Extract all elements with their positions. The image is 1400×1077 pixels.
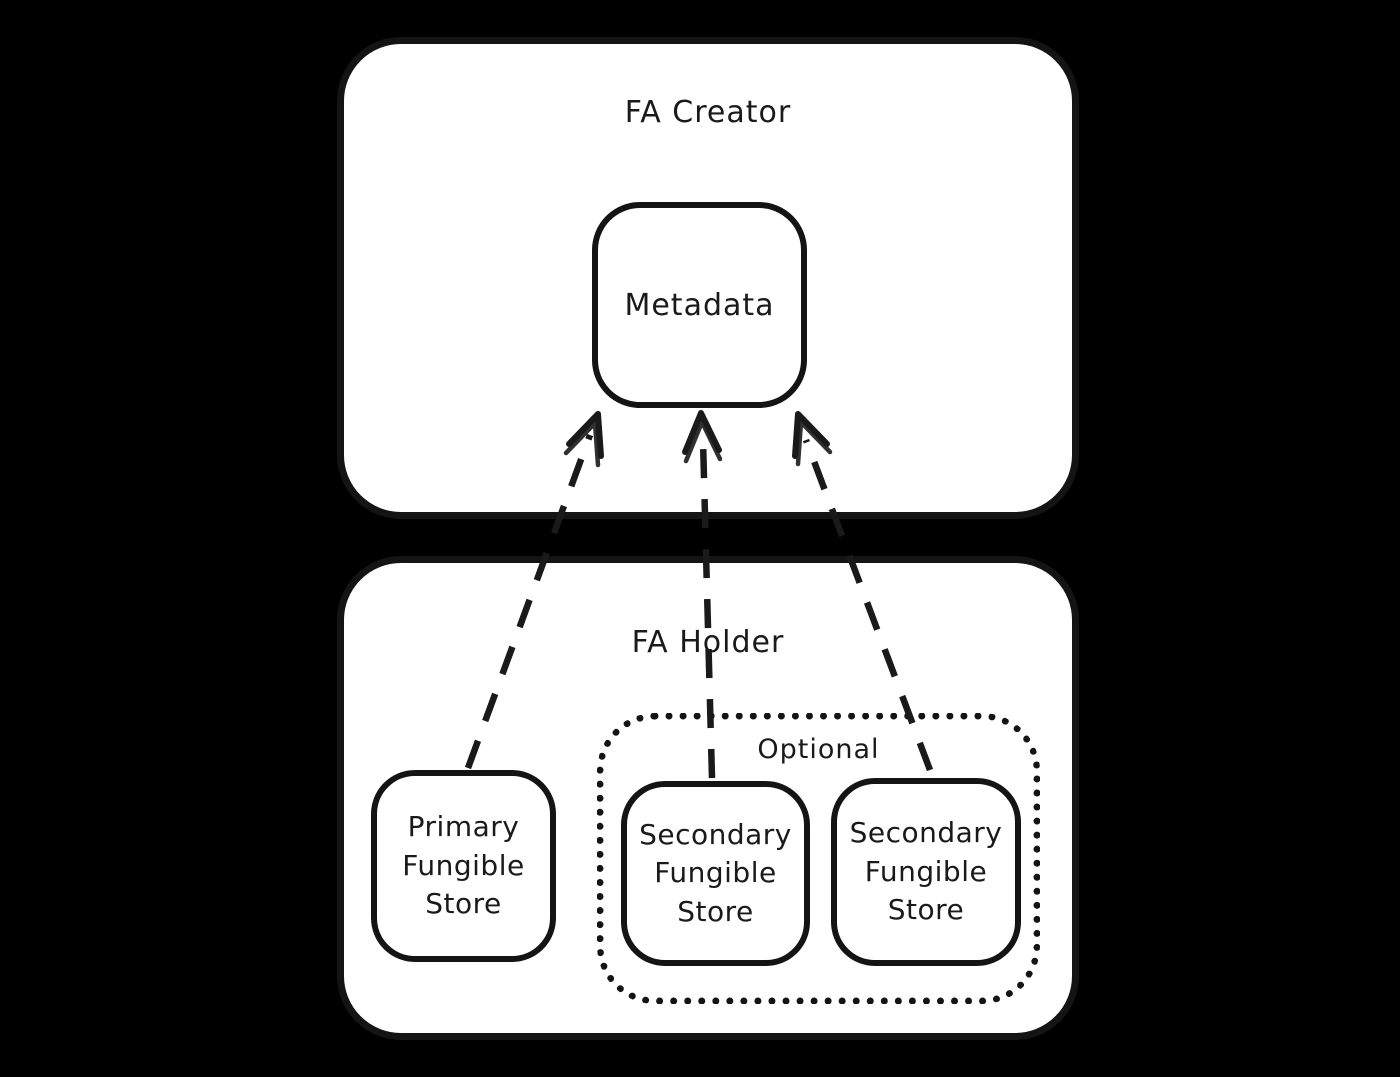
- primary-store-line-1: Primary: [407, 810, 520, 844]
- secondary-right-line-3: Store: [887, 893, 965, 927]
- primary-fungible-store-box: Primary Fungible Store: [371, 770, 556, 962]
- fa-creator-label: FA Creator: [624, 95, 792, 130]
- secondary-left-line-1: Secondary: [639, 817, 792, 851]
- secondary-right-line-1: Secondary: [849, 816, 1003, 850]
- secondary-left-line-2: Fungible: [654, 856, 777, 890]
- metadata-label: Metadata: [624, 287, 775, 323]
- secondary-left-line-3: Store: [677, 894, 754, 928]
- metadata-box: Metadata: [592, 202, 807, 408]
- secondary-fungible-store-box-right: Secondary Fungible Store: [831, 778, 1021, 966]
- fa-holder-label: FA Holder: [631, 625, 785, 660]
- primary-store-line-2: Fungible: [402, 848, 525, 882]
- fa-holder-container: FA Holder Primary Fungible Store Optiona…: [337, 556, 1079, 1040]
- optional-label: Optional: [757, 734, 880, 765]
- secondary-right-line-2: Fungible: [864, 854, 988, 888]
- primary-store-line-3: Store: [425, 887, 502, 921]
- fa-creator-container: FA Creator Metadata: [337, 37, 1079, 519]
- secondary-fungible-store-box-left: Secondary Fungible Store: [621, 781, 810, 966]
- optional-group: Optional Secondary Fungible Store Second…: [597, 713, 1040, 1004]
